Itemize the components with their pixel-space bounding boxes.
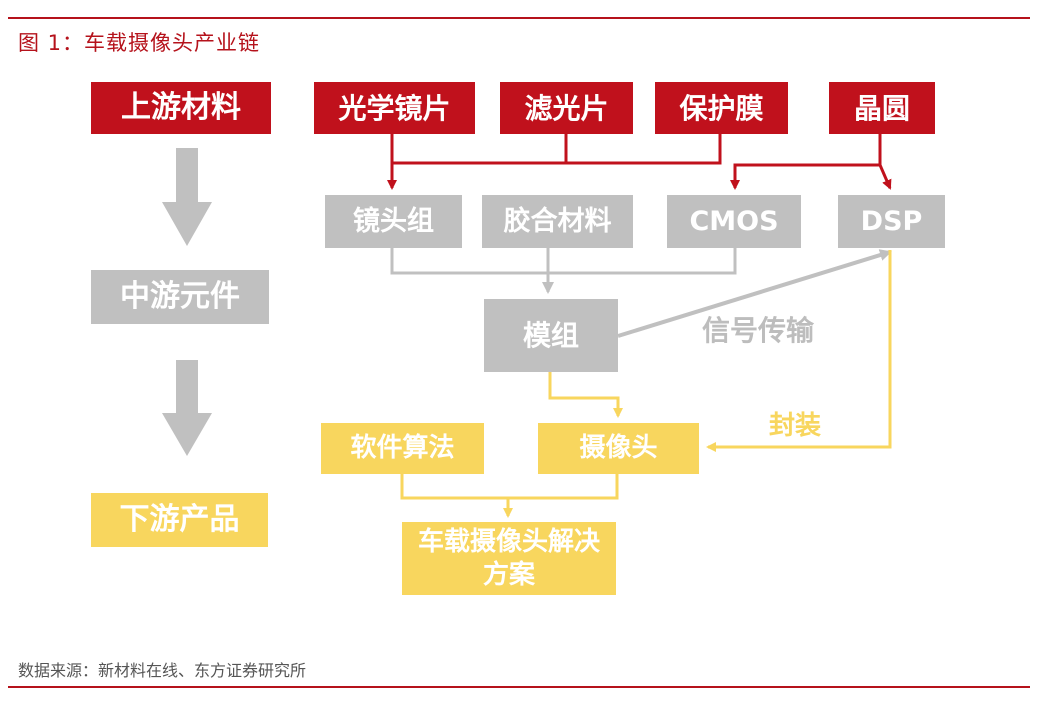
connector-materials-to-lens-group bbox=[390, 133, 722, 165]
connector-dsp-packaging bbox=[706, 250, 892, 452]
tier-downstream: 下游产品 bbox=[91, 493, 268, 547]
figure-title: 图 1：车载摄像头产业链 bbox=[18, 31, 261, 55]
material-optical-lens: 光学镜片 bbox=[314, 82, 475, 134]
connector-wafer-to-dsp bbox=[878, 164, 892, 190]
software-algorithm-box: 软件算法 bbox=[321, 423, 484, 474]
packaging-label: 封装 bbox=[769, 411, 822, 441]
material-wafer: 晶圆 bbox=[829, 82, 935, 134]
signal-transmission-label: 信号传输 bbox=[702, 314, 815, 347]
bottom-rule bbox=[8, 686, 1030, 688]
module-box: 模组 bbox=[484, 299, 618, 372]
connector-wafer-to-chips bbox=[730, 133, 882, 190]
component-dsp: DSP bbox=[838, 195, 945, 248]
component-cmos: CMOS bbox=[667, 195, 801, 248]
camera-box: 摄像头 bbox=[538, 423, 699, 474]
component-lens-group: 镜头组 bbox=[325, 195, 462, 248]
connector-signal-transmission bbox=[617, 249, 892, 338]
tier-midstream: 中游元件 bbox=[91, 270, 269, 324]
connector-components-to-module bbox=[390, 248, 737, 275]
component-adhesive: 胶合材料 bbox=[482, 195, 633, 248]
source-note: 数据来源：新材料在线、东方证券研究所 bbox=[18, 661, 307, 680]
material-filter: 滤光片 bbox=[500, 82, 633, 134]
material-protective-film: 保护膜 bbox=[655, 82, 788, 134]
tier-arrow-down-icon bbox=[162, 360, 212, 456]
solution-box: 车载摄像头解决方案 bbox=[402, 522, 616, 595]
connector-to-solution bbox=[400, 474, 619, 500]
tier-upstream: 上游材料 bbox=[91, 82, 271, 134]
top-rule bbox=[8, 17, 1030, 19]
connector-module-to-camera bbox=[548, 372, 623, 418]
tier-arrow-down-icon bbox=[162, 148, 212, 246]
